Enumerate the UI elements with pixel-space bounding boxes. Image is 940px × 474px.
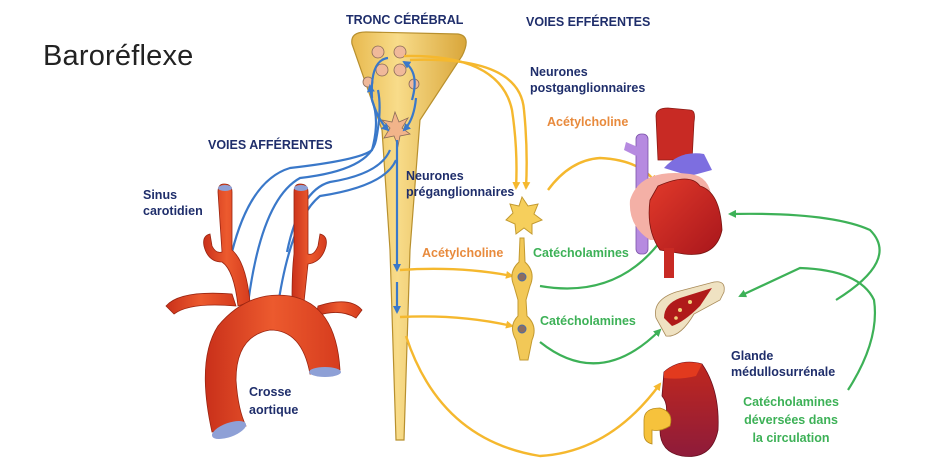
label-neurones-postganglionnaires-2: postganglionnaires (530, 81, 646, 95)
label-voies-efferentes: VOIES EFFÉRENTES (526, 15, 651, 29)
label-tronc-cerebral: TRONC CÉRÉBRAL (346, 13, 464, 27)
efferent-pathways (399, 54, 662, 458)
label-acetylcholine-heart: Acétylcholine (547, 115, 629, 129)
label-neurones-preganglionnaires-1: Neurones (406, 169, 464, 183)
postganglionic-neuron-chain (511, 237, 535, 361)
label-neurones-postganglionnaires-1: Neurones (530, 65, 588, 79)
label-catecholamines-circulation-2: déversées dans (744, 413, 838, 427)
aortic-arch (165, 183, 363, 440)
label-sinus-carotidien-2: carotidien (143, 204, 203, 218)
label-crosse-aortique-2: aortique (249, 403, 299, 417)
brainstem-spinal-cord (351, 31, 467, 441)
label-catecholamines-heart: Catécholamines (533, 246, 629, 260)
label-catecholamines-circulation-1: Catécholamines (743, 395, 839, 409)
label-neurones-preganglionnaires-2: préganglionnaires (406, 185, 515, 199)
label-glande-medullosurrenale-2: médullosurrénale (731, 365, 836, 379)
label-voies-afferentes: VOIES AFFÉRENTES (208, 138, 333, 152)
label-catecholamines-vessel: Catécholamines (540, 314, 636, 328)
label-glande-medullosurrenale-1: Glande (731, 349, 774, 363)
heart (624, 107, 723, 278)
ganglion-star (505, 195, 544, 235)
label-crosse-aortique-1: Crosse (249, 385, 292, 399)
blood-vessel (655, 281, 725, 337)
slide-title: Baroréflexe (43, 40, 194, 72)
brainstem-neurons (362, 45, 420, 148)
label-catecholamines-circulation-3: la circulation (752, 431, 830, 445)
label-acetylcholine-ganglion: Acétylcholine (422, 246, 504, 260)
adrenal-gland-kidney (643, 361, 719, 457)
label-sinus-carotidien-1: Sinus (143, 188, 178, 202)
catecholamine-pathways (539, 209, 881, 391)
